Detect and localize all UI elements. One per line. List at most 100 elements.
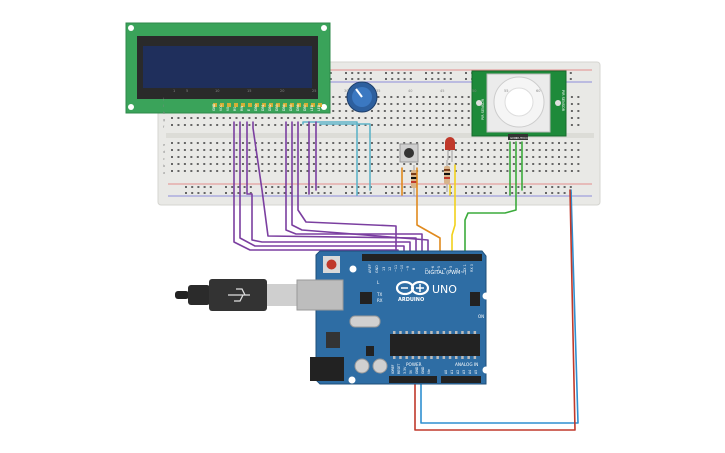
bb-hole: [390, 142, 393, 144]
bb-hole: [358, 149, 361, 151]
bb-hole: [577, 163, 580, 165]
bb-rail-hole: [277, 192, 280, 194]
bb-hole: [364, 149, 367, 151]
bb-hole: [222, 170, 225, 172]
wire-cyan-2[interactable]: [319, 123, 371, 191]
bb-hole: [312, 163, 315, 165]
bb-rail-hole: [409, 186, 412, 188]
bb-hole: [345, 103, 348, 105]
bb-rail-hole: [305, 192, 307, 194]
wire-purple-3[interactable]: [246, 121, 411, 256]
wire-yellow[interactable]: [451, 164, 456, 256]
bb-rail-hole: [431, 192, 434, 194]
bb-hole: [280, 117, 283, 119]
wire-green[interactable]: [464, 141, 517, 256]
wire-purple-9[interactable]: [297, 121, 397, 256]
wire-orange[interactable]: [416, 167, 441, 256]
arduino-power-jack: [310, 357, 344, 381]
bb-hole: [409, 124, 412, 126]
bb-rail-hole: [517, 186, 520, 188]
bb-hole: [570, 110, 573, 112]
lcd-pin-labels: GND VCC V0 RS RW E DB0 DB1 DB2 DB3 DB4 D…: [212, 103, 321, 111]
bb-col-number: 40: [408, 89, 412, 93]
bb-col-number: 35: [376, 89, 380, 93]
power-label: POWER: [406, 362, 422, 367]
resistor-2[interactable]: [444, 160, 450, 192]
bb-rail-hole: [489, 186, 492, 188]
bb-rail-hole: [425, 192, 427, 194]
pin-2-label: 2: [455, 268, 459, 270]
bb-hole: [461, 124, 464, 126]
bb-hole: [506, 170, 509, 172]
bb-hole: [325, 163, 328, 165]
bb-hole: [351, 117, 354, 119]
wire-purple-6[interactable]: [291, 121, 429, 256]
bb-hole: [171, 117, 173, 119]
red-led[interactable]: [445, 137, 455, 162]
wire-cyan-1[interactable]: [302, 121, 358, 196]
bb-hole: [448, 163, 451, 165]
bb-hole: [319, 124, 322, 126]
bb-hole: [248, 117, 251, 119]
bb-hole: [345, 149, 348, 151]
bb-hole: [383, 110, 386, 112]
bb-hole: [287, 117, 290, 119]
bb-hole: [409, 110, 412, 112]
bb-rail-hole: [409, 78, 412, 80]
bb-hole: [435, 170, 438, 172]
pin-gnd2-label: GND: [415, 366, 419, 374]
pir-pin-vcc: VCC: [522, 136, 528, 140]
wire-purple-2[interactable]: [239, 121, 405, 256]
bb-hole: [545, 170, 548, 172]
bb-col-number: 5: [186, 89, 188, 93]
bb-rail-hole: [489, 192, 492, 194]
bb-rail-hole: [311, 186, 314, 188]
bb-hole: [551, 163, 554, 165]
pir-sensor[interactable]: PIR SENSOR PIR SENSOR GND OUT VCC: [471, 70, 567, 140]
bb-hole: [235, 142, 238, 144]
usb-icon: [228, 288, 250, 302]
usb-cable[interactable]: [175, 279, 297, 311]
bb-hole: [429, 156, 431, 158]
bb-rail-hole: [557, 186, 560, 188]
bb-rail-hole: [363, 192, 366, 194]
bb-hole: [480, 142, 483, 144]
push-button[interactable]: [399, 143, 419, 163]
bb-hole: [383, 149, 386, 151]
bb-rail-hole: [437, 78, 440, 80]
potentiometer[interactable]: [346, 81, 378, 113]
bb-hole: [454, 163, 457, 165]
bb-hole: [441, 149, 444, 151]
bb-hole: [325, 149, 328, 151]
bb-hole: [338, 170, 341, 172]
lcd-pin: [241, 103, 245, 107]
bb-rail-hole: [465, 72, 467, 74]
bb-rail-hole: [237, 186, 240, 188]
wire-purple-4[interactable]: [252, 121, 417, 256]
bb-rail-hole: [323, 186, 326, 188]
bb-hole: [325, 142, 328, 144]
wire-blue[interactable]: [420, 189, 579, 424]
arduino-uno[interactable]: UNO ARDUINO DIGITAL (PWM~) ANALOG IN POW…: [296, 250, 490, 385]
bb-rail-hole: [443, 192, 446, 194]
resistor-1[interactable]: [411, 165, 417, 196]
chip-leg: [442, 331, 446, 334]
button-cap: [404, 148, 414, 158]
wire-purple-5[interactable]: [285, 121, 423, 256]
lcd-display[interactable]: [125, 22, 331, 114]
pin-a0-label: A0: [444, 370, 448, 374]
bb-hole: [396, 110, 399, 112]
bb-hole: [306, 170, 309, 172]
chip-leg: [424, 331, 427, 334]
bb-hole: [435, 103, 438, 105]
bb-rail-hole: [369, 78, 372, 80]
bb-rail-hole: [431, 186, 434, 188]
bb-hole: [506, 149, 509, 151]
bb-hole: [312, 156, 315, 158]
bb-hole: [358, 124, 361, 126]
bb-hole: [338, 124, 341, 126]
wire-red[interactable]: [414, 189, 576, 431]
bb-rail-hole: [385, 192, 387, 194]
bb-hole: [222, 163, 225, 165]
bb-rail-hole: [289, 186, 292, 188]
